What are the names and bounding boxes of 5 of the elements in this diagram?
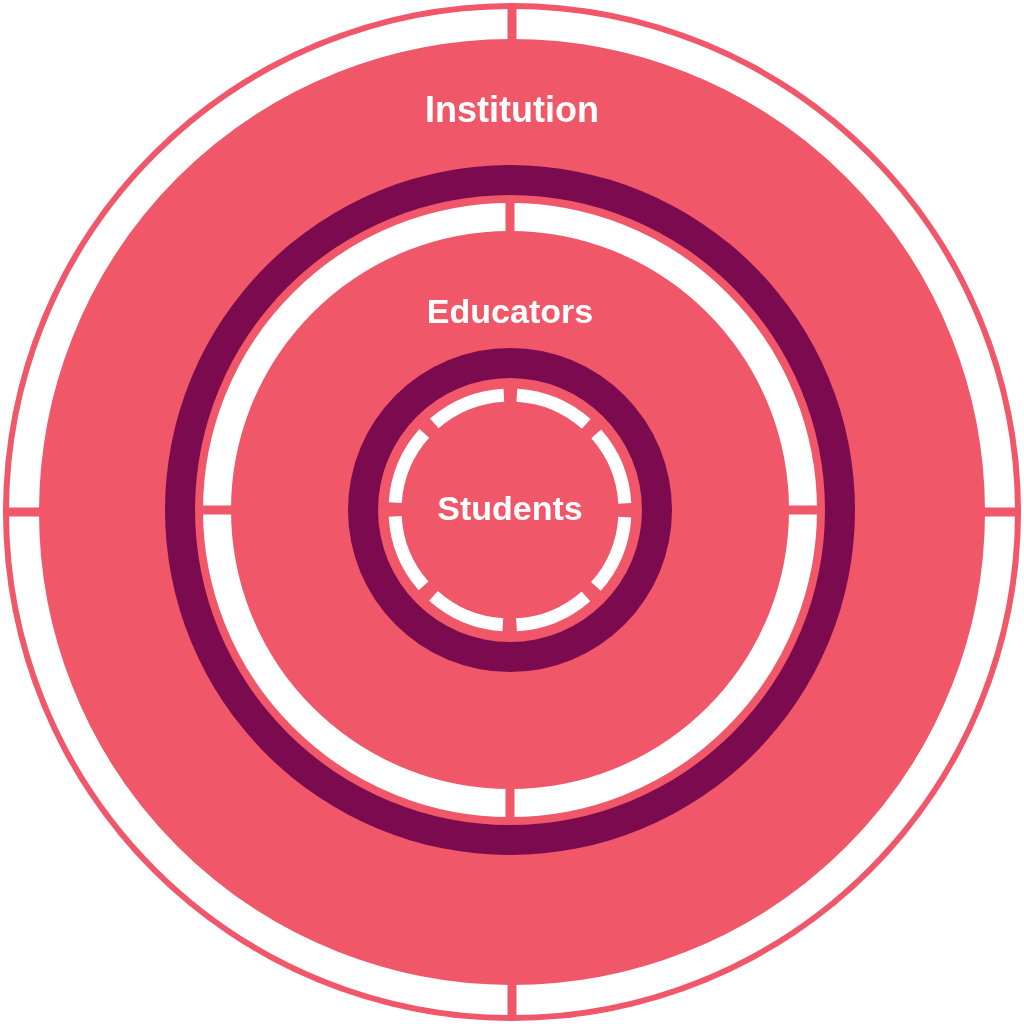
ring-circle — [165, 165, 855, 855]
layer-label: Educators — [426, 293, 594, 331]
ring-circle — [348, 348, 672, 672]
layer-label: Students — [437, 490, 583, 528]
layer-label: Institution — [425, 90, 599, 130]
